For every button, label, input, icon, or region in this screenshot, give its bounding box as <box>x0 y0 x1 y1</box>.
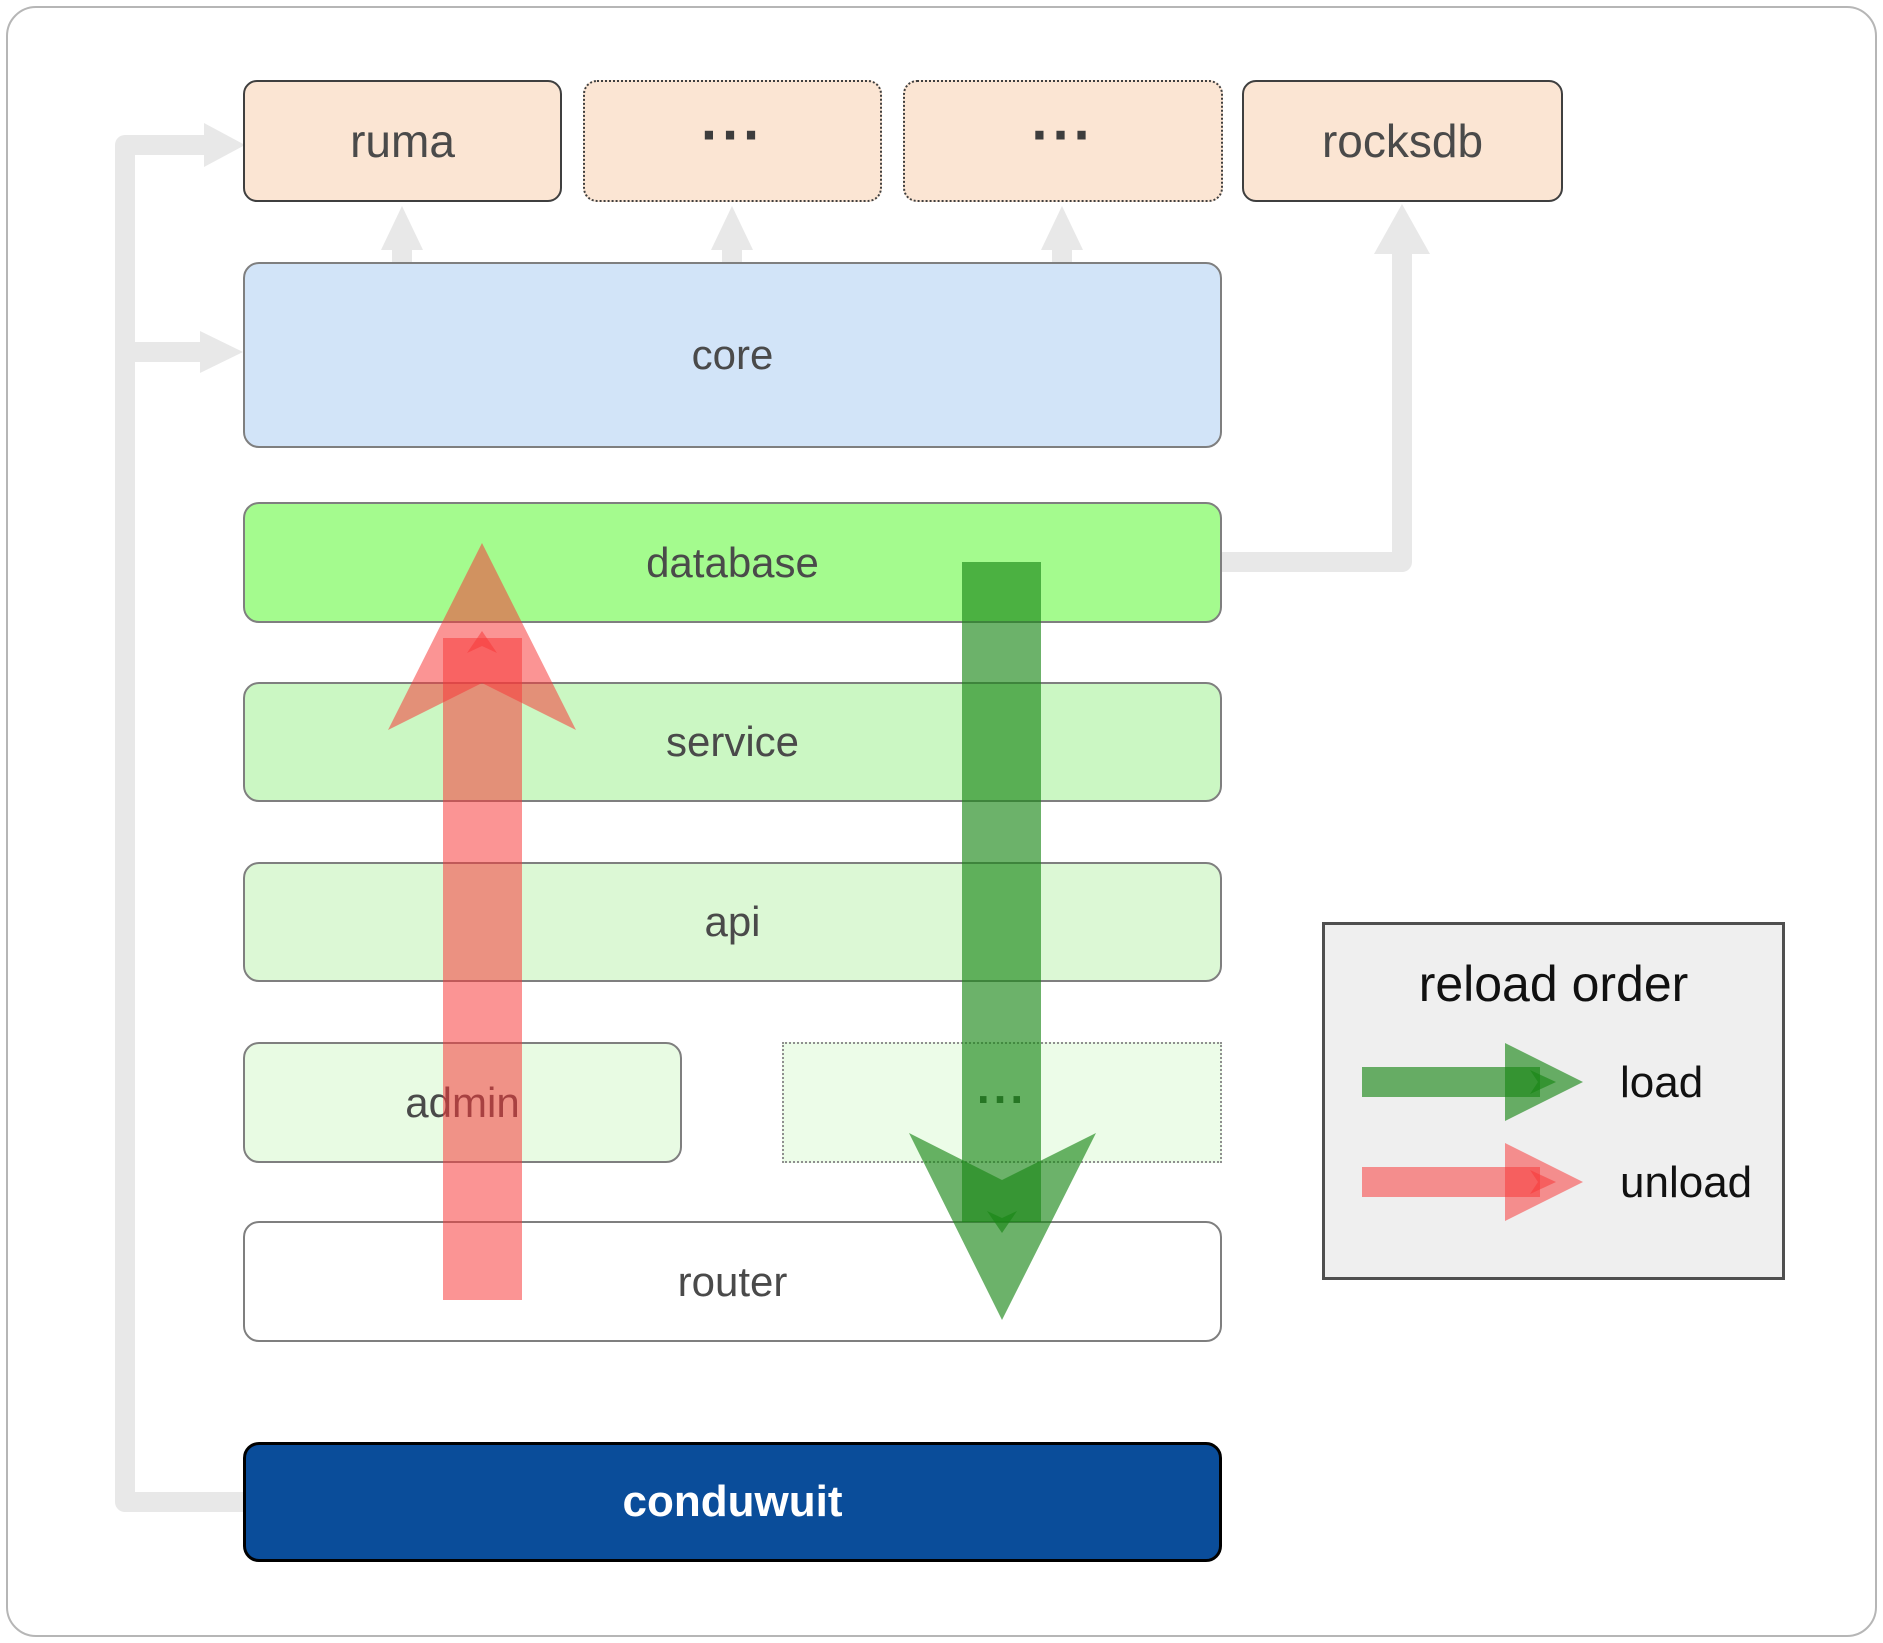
node-api: api <box>243 862 1222 982</box>
node-admin: admin <box>243 1042 682 1163</box>
node-ellipsis-top-1: ... <box>583 80 882 202</box>
node-ellipsis-admin: ... <box>782 1042 1222 1163</box>
node-ellipsis-top-1-label: ... <box>700 87 765 153</box>
legend-label-unload: unload <box>1620 1158 1753 1207</box>
node-service: service <box>243 682 1222 802</box>
legend: reload order load unload <box>1322 922 1785 1280</box>
node-ellipsis-top-2-label: ... <box>1031 87 1095 153</box>
legend-label-load: load <box>1620 1058 1704 1107</box>
node-ellipsis-admin-label: ... <box>976 1060 1028 1113</box>
node-database: database <box>243 502 1222 623</box>
unload-arrow-icon <box>1362 1143 1583 1221</box>
node-ruma-label: ruma <box>350 115 455 167</box>
node-router: router <box>243 1221 1222 1342</box>
node-rocksdb: rocksdb <box>1242 80 1563 202</box>
node-ruma: ruma <box>243 80 562 202</box>
outer-frame <box>6 6 1877 1637</box>
node-api-label: api <box>704 898 761 945</box>
node-admin-label: admin <box>405 1078 520 1126</box>
legend-title: reload order <box>1418 956 1689 1012</box>
node-router-label: router <box>677 1257 788 1305</box>
node-database-label: database <box>646 538 819 586</box>
load-arrow-icon <box>1362 1043 1583 1121</box>
node-service-label: service <box>665 718 800 765</box>
node-core-label: core <box>691 331 774 378</box>
node-core: core <box>243 262 1222 448</box>
node-ellipsis-top-2: ... <box>903 80 1223 202</box>
node-rocksdb-label: rocksdb <box>1321 115 1484 167</box>
node-conduwuit: conduwuit <box>243 1442 1222 1562</box>
node-conduwuit-label: conduwuit <box>622 1477 843 1526</box>
